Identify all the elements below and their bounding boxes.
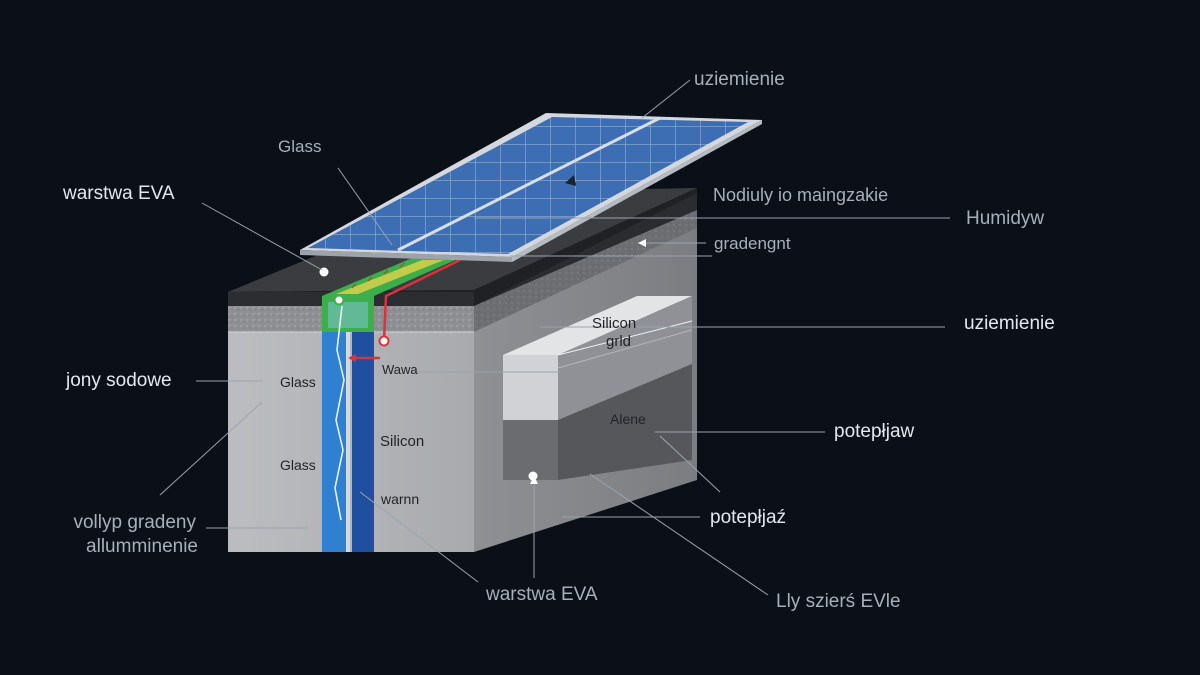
label-warnn: warnn — [381, 491, 420, 507]
label-glass-inner-2: Glass — [280, 457, 316, 473]
label-warstwa-eva-left: warstwa EVA — [63, 183, 175, 204]
label-uziemienie-top: uziemienie — [694, 69, 785, 90]
label-silicon-inner: Silicon — [380, 433, 425, 450]
label-potephaw: potepłjaw — [834, 421, 915, 442]
label-lly-szlers: Lly szierś EVle — [776, 591, 901, 612]
label-nodiuly: Nodiuly io maingzakie — [713, 185, 889, 205]
label-glass-inner-1: Glass — [280, 374, 316, 390]
label-glass-top: Glass — [278, 137, 322, 156]
label-wawa: Wawa — [382, 362, 418, 377]
inset-box-front-light — [503, 355, 558, 420]
label-silicon-grid-1: Silicon — [592, 315, 637, 332]
inset-box-front-dark — [503, 420, 558, 480]
yellow-strip-top — [336, 260, 444, 294]
label-jony-sodowe: jony sodowe — [66, 370, 172, 391]
label-uziemienie-right: uziemienie — [964, 313, 1055, 334]
zigzag-current — [334, 305, 345, 521]
label-potephaz: potepłjaź — [710, 507, 787, 528]
label-vollyp-line1: vollyp gradeny — [73, 512, 196, 533]
label-humidyw: Humidyw — [966, 208, 1045, 229]
label-vollyp-line2: allumminenie — [86, 536, 198, 557]
label-silicon-grid-2: grld — [606, 333, 632, 350]
label-alene: Alene — [610, 411, 646, 427]
red-wire — [382, 258, 461, 341]
front-glass-body — [228, 332, 474, 552]
blue-channel — [322, 332, 348, 552]
inset-box-top — [503, 296, 692, 355]
label-warstwa-eva-bottom: warstwa EVA — [486, 584, 598, 605]
blue-channel-dark — [352, 332, 374, 552]
leader-lines — [159, 79, 950, 596]
label-gradengnt: gradengnt — [714, 234, 791, 253]
block-side-speckle-band — [474, 209, 697, 332]
